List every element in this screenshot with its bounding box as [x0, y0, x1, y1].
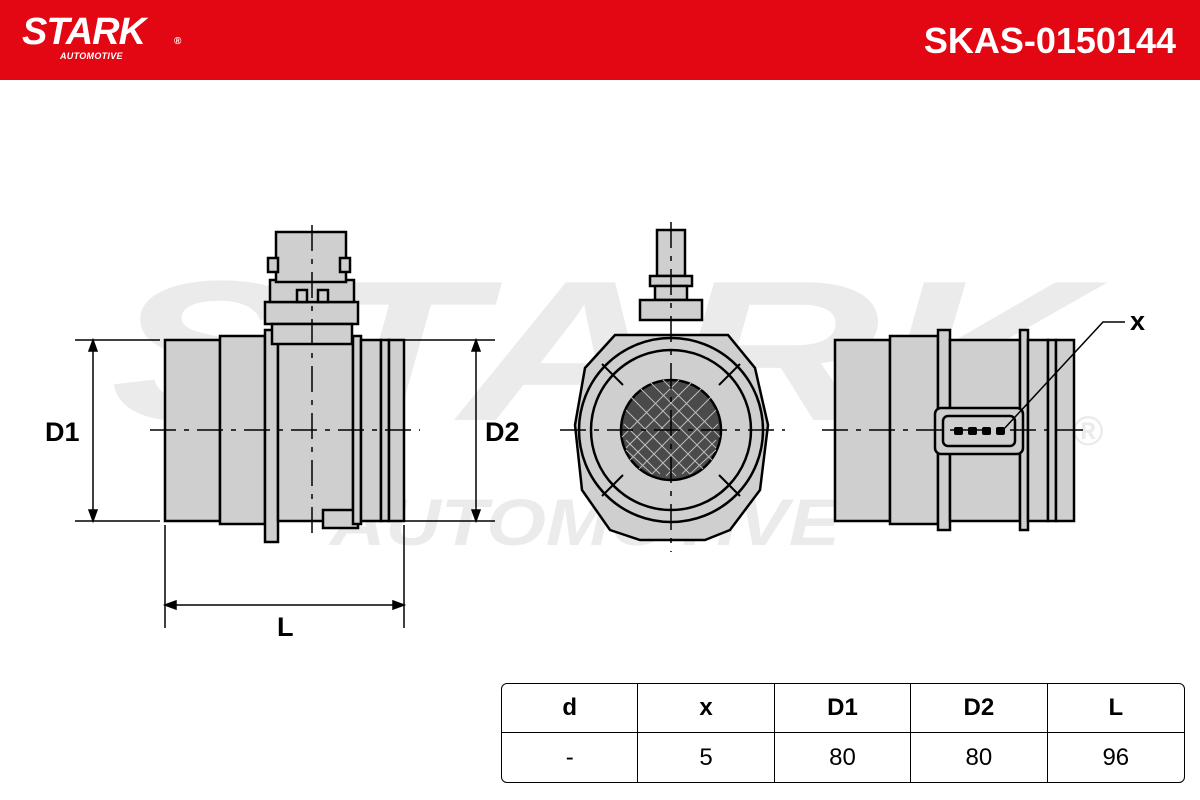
label-l: L: [277, 612, 294, 642]
front-ribs: [601, 363, 741, 497]
connector-pins: [954, 427, 1005, 435]
table-value-d2: 80: [911, 733, 1048, 782]
front-view-centerlines: [560, 222, 785, 552]
table-value-d: -: [502, 733, 639, 782]
table-header-d: d: [502, 684, 639, 733]
connector-latch-right: [338, 256, 352, 274]
stark-logo: STARK ® AUTOMOTIVE: [22, 11, 181, 61]
table-value-x: 5: [638, 733, 775, 782]
header-bar: STARK ® AUTOMOTIVE SKAS-0150144: [0, 0, 1200, 80]
logo-subtitle: AUTOMOTIVE: [60, 51, 123, 61]
label-x: x: [1130, 306, 1145, 336]
table-value-d1: 80: [775, 733, 912, 782]
left-view-centerlines: [150, 225, 420, 540]
flange-left: [263, 328, 280, 544]
connector-pin-2: [316, 288, 330, 304]
dimension-table: d x D1 D2 L - 5 80 80 96: [501, 683, 1185, 783]
technical-drawing: STARK AUTOMOTIVE ®: [45, 222, 1145, 642]
table-header-d2: D2: [911, 684, 1048, 733]
table-header-x: x: [638, 684, 775, 733]
label-d2: D2: [485, 417, 520, 447]
left-view-dimensions: [75, 337, 495, 628]
sensor-mesh-grid: [621, 379, 721, 477]
connector-latch-left: [266, 256, 280, 274]
watermark-sub: AUTOMOTIVE: [328, 485, 843, 559]
table-value-l: 96: [1102, 743, 1130, 771]
table-header-l: L: [1047, 684, 1184, 733]
right-view-centerlines: [822, 321, 1125, 431]
part-number: SKAS-0150144: [923, 20, 1176, 61]
connector-pin-1: [295, 288, 309, 304]
table-header-d1: D1: [774, 684, 912, 733]
connector-head: [274, 230, 348, 284]
label-d1: D1: [45, 417, 80, 447]
connector-socket-inner: [941, 414, 1017, 448]
logo-registered-mark: ®: [174, 36, 182, 47]
logo-wordmark: STARK: [22, 11, 146, 53]
